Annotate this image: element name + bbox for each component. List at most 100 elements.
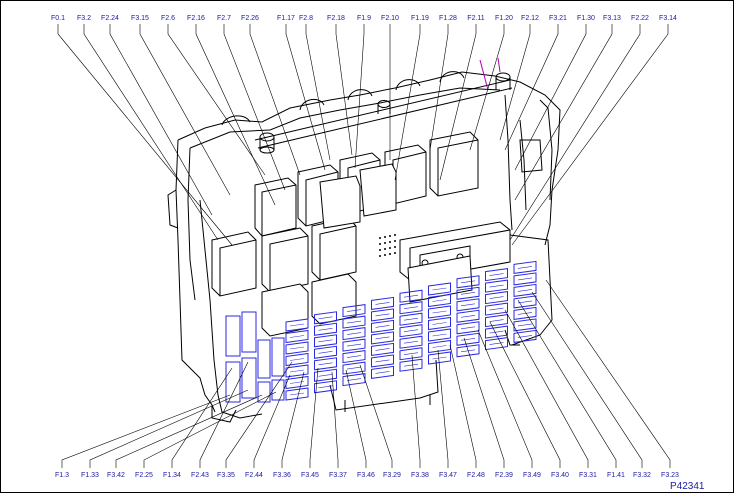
top-label: F3.21 [549, 15, 567, 22]
fuse-slot [485, 268, 508, 282]
fuse-slot [456, 321, 480, 335]
top-label: F2.7 [217, 15, 231, 22]
fuse-slot-detail [460, 338, 476, 341]
fuse-slot [428, 328, 451, 342]
fuse-slot [399, 312, 423, 326]
fuse-slot [428, 316, 451, 331]
fuse-slot [456, 332, 480, 346]
top-leader-line [511, 24, 669, 246]
top-label: F1.9 [357, 15, 371, 22]
fuse-slot [399, 347, 423, 361]
fuse-slot [485, 291, 508, 305]
bottom-leader-line [281, 371, 305, 468]
fuse-slot [428, 351, 451, 365]
fuse-slot [456, 344, 480, 358]
bottom-label: F3.31 [579, 472, 597, 479]
bottom-label: F3.35 [217, 472, 235, 479]
fuse-slot-detail [517, 277, 533, 281]
bottom-leader-line [437, 349, 449, 468]
fuse-slot-detail [289, 346, 305, 350]
bottom-leader-line [449, 344, 477, 468]
fuse-slot [485, 325, 508, 339]
fuse-slot [428, 305, 451, 319]
relay-11 [319, 175, 361, 229]
fuse-slot [342, 350, 366, 364]
fuse-slot-detail [432, 345, 447, 348]
fuse-slot-detail [432, 356, 447, 360]
bottom-leader-line [411, 354, 421, 468]
fuse-slot-detail [375, 348, 390, 351]
bottom-leader-line [477, 329, 533, 468]
bottom-label: F1.3 [55, 472, 69, 479]
bottom-label: F3.40 [551, 472, 569, 479]
top-leader-line [439, 24, 477, 181]
fuse-slot [342, 304, 366, 318]
fuse-slot-detail [489, 342, 504, 345]
fuse-slot [285, 352, 309, 367]
bottom-label: F1.34 [163, 472, 181, 479]
top-label: F2.12 [521, 15, 539, 22]
top-label: F2.24 [101, 15, 119, 22]
bottom-label: F3.46 [357, 472, 375, 479]
fuse-slot [513, 272, 537, 286]
bottom-label: F3.37 [329, 472, 347, 479]
top-label: F3.15 [131, 15, 149, 22]
fuse-slot [314, 368, 337, 382]
accent-wires [479, 57, 501, 91]
fuse-slot-detail [489, 307, 504, 311]
fuse-slot [342, 373, 366, 387]
fuse-slot [371, 365, 394, 379]
fuse-slot-detail [318, 328, 333, 331]
fuse-slot [285, 341, 309, 355]
fuse-slot [314, 334, 337, 348]
fuse-slot-detail [318, 362, 333, 366]
fuse-slot-detail [460, 303, 476, 307]
fuse-slot-detail [346, 343, 362, 347]
bottom-label: F2.43 [191, 472, 209, 479]
top-leader-line [514, 24, 613, 201]
maxi-fuse-blocks [225, 311, 285, 403]
top-leader-line [285, 24, 326, 171]
fuse-slot-detail [375, 336, 390, 340]
bottom-label: F3.47 [439, 472, 457, 479]
fuse-slot-detail [289, 392, 305, 396]
fuse-slot-detail [289, 323, 305, 327]
fuse-slot-detail [517, 289, 533, 292]
top-label: F1.17 [277, 15, 295, 22]
bottom-leader-line [309, 367, 319, 468]
fuse-slot [456, 309, 480, 323]
top-leader-line [223, 24, 286, 191]
bottom-label: F3.36 [273, 472, 291, 479]
bottom-leader-line [545, 279, 671, 468]
bottom-leader-line [463, 337, 505, 468]
fuse-slot [456, 286, 480, 300]
fuse-slot-detail [489, 296, 504, 299]
fuse-slot-detail [432, 287, 447, 291]
fuse-slot-detail [517, 312, 533, 315]
fuse-slot [456, 298, 480, 312]
fuse-slot-detail [460, 292, 476, 295]
fuse-slot-detail [346, 366, 362, 370]
fuse-slot-detail [489, 330, 504, 334]
fuse-slot-detail [517, 300, 533, 304]
fuse-slot [428, 293, 451, 308]
fuse-slot-detail [346, 332, 362, 335]
fuse-slot-detail [318, 339, 333, 343]
fuse-slot-detail [318, 385, 333, 389]
fuse-slot [485, 279, 508, 293]
fuse-slot-detail [346, 309, 362, 312]
leader-lines [57, 24, 671, 468]
top-leader-line [195, 24, 276, 206]
bottom-leader-line [61, 394, 231, 468]
relay-group [211, 131, 479, 337]
bottom-leader-line [359, 364, 393, 468]
fuse-slot-detail [432, 310, 447, 314]
fuse-slot [513, 260, 537, 274]
pin-grid [379, 234, 396, 257]
fuse-slot [285, 318, 309, 332]
bottom-leader-line [115, 394, 263, 468]
fuse-slot [285, 387, 309, 401]
fuse-slot-detail [403, 363, 419, 367]
fuse-slot-detail [346, 320, 362, 324]
top-label: F1.20 [495, 15, 513, 22]
